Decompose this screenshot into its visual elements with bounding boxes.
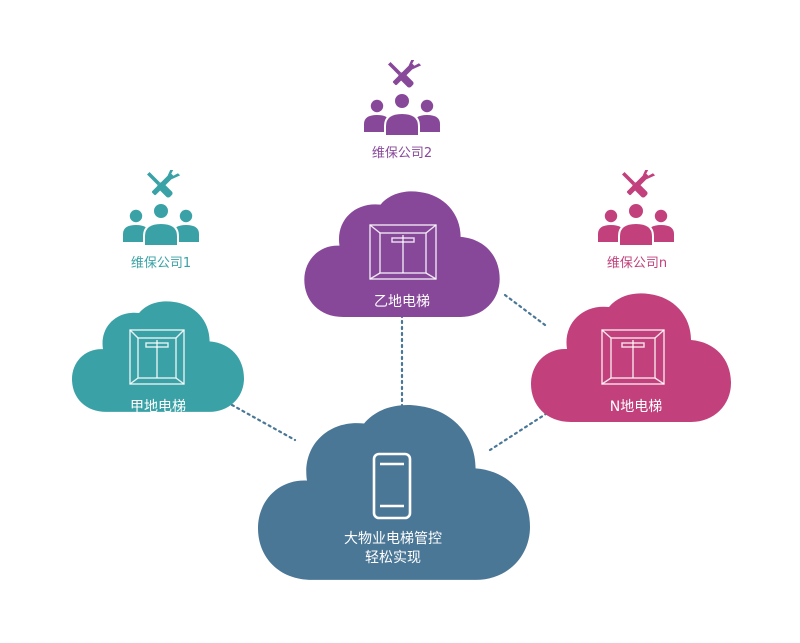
connector-hub-site-a: [230, 403, 297, 442]
maintenance-team-icon: [363, 60, 441, 136]
smartphone-icon: [372, 452, 412, 520]
site-label-a: 甲地电梯: [130, 399, 186, 415]
site-cloud-a: [72, 301, 244, 412]
maintenance-team-icon: [597, 170, 675, 246]
company-label-2: 维保公司2: [372, 146, 432, 161]
maintenance-team-icon: [122, 170, 200, 246]
connector-hub-site-n: [488, 408, 554, 452]
hub-label-line2: 轻松实现: [365, 550, 421, 566]
elevator-icon: [601, 329, 665, 385]
site-label-b: 乙地电梯: [374, 294, 430, 310]
elevator-icon: [369, 224, 437, 280]
company-label-1: 维保公司1: [131, 256, 191, 271]
hub-label-line1: 大物业电梯管控: [344, 531, 442, 547]
site-label-n: N地电梯: [610, 399, 662, 415]
company-label-n: 维保公司n: [607, 256, 667, 271]
elevator-icon: [129, 329, 185, 385]
connector-site-b-site-n: [503, 293, 547, 327]
